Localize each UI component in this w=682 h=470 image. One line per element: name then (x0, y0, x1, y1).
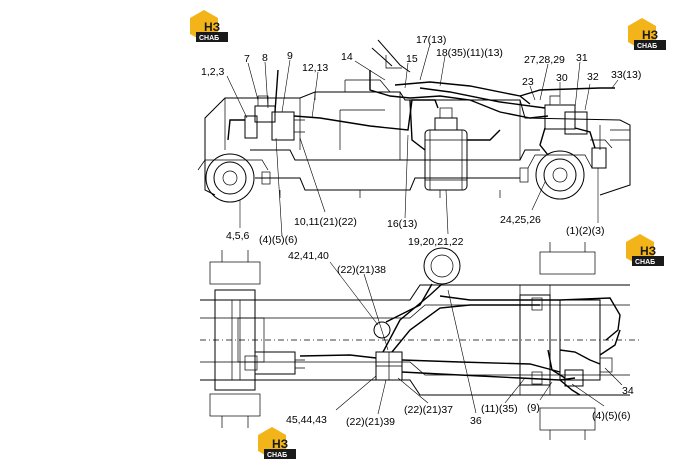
callout-label: 19,20,21,22 (408, 236, 464, 248)
logo-subtext: СНАБ (637, 43, 657, 50)
callouts-bottom: 42,41,40 (22)(21)38 34 45,44,43 (22)(21)… (286, 250, 634, 428)
callout-label: 8 (262, 52, 268, 64)
callout-label: 24,25,26 (500, 214, 541, 226)
callout-label: 1,2,3 (201, 66, 225, 78)
callout-label: (4)(5)(6) (259, 234, 298, 246)
callout-label: 12,13 (302, 62, 328, 74)
callout-label: 36 (470, 415, 482, 427)
logo-subtext: СНАБ (199, 35, 219, 42)
rear-chamber (254, 351, 296, 375)
callout-label: (22)(21)37 (404, 404, 453, 416)
callout-label: 31 (576, 52, 588, 64)
callout-label: 4,5,6 (226, 230, 250, 242)
logo-top-left: НЗ СНАБ (190, 10, 228, 42)
callout-label: (22)(21)39 (346, 416, 395, 428)
callout-label: (11)(35) (481, 403, 518, 415)
callout-label: 10,11(21)(22) (294, 216, 357, 228)
plan-view (200, 242, 640, 440)
callout-label: 32 (587, 71, 599, 83)
callout-label: (22)(21)38 (337, 264, 386, 276)
leader-lines-bottom (329, 261, 623, 415)
callout-label: 34 (622, 385, 634, 397)
callout-label: (9) (527, 402, 540, 414)
logo-subtext: СНАБ (635, 259, 655, 266)
callout-label: 45,44,43 (286, 414, 327, 426)
leader-lines-top (226, 43, 619, 237)
callout-label: 16(13) (387, 218, 417, 230)
logo-text: НЗ (204, 20, 220, 34)
callout-label: (1)(2)(3) (566, 225, 605, 237)
callout-label: 14 (341, 51, 353, 63)
logo-top-right: НЗ СНАБ (628, 18, 666, 50)
callout-label: 9 (287, 50, 293, 62)
logo-text: НЗ (642, 28, 658, 42)
callouts-top: 1,2,3 7 8 9 12,13 14 15 17(13) 18(35)(11… (201, 34, 641, 248)
logo-text: НЗ (640, 244, 656, 258)
callout-label: 42,41,40 (288, 250, 329, 262)
logo-bottom: НЗ СНАБ (258, 427, 296, 459)
callout-label: 30 (556, 72, 568, 84)
logo-text: НЗ (272, 437, 288, 451)
callout-label: 15 (406, 53, 418, 65)
callout-label: 18(35)(11)(13) (436, 47, 503, 59)
callout-label: 27,28,29 (524, 54, 565, 66)
callout-label: 7 (244, 53, 250, 65)
logo-subtext: СНАБ (267, 452, 287, 459)
callout-label: 17(13) (416, 34, 446, 46)
relay-valve (544, 104, 576, 130)
brake-chamber (271, 111, 295, 141)
logo-mid-right: НЗ СНАБ (626, 234, 664, 266)
callout-label: (4)(5)(6) (592, 410, 631, 422)
callout-label: 33(13) (611, 69, 641, 81)
callout-label: 23 (522, 76, 534, 88)
